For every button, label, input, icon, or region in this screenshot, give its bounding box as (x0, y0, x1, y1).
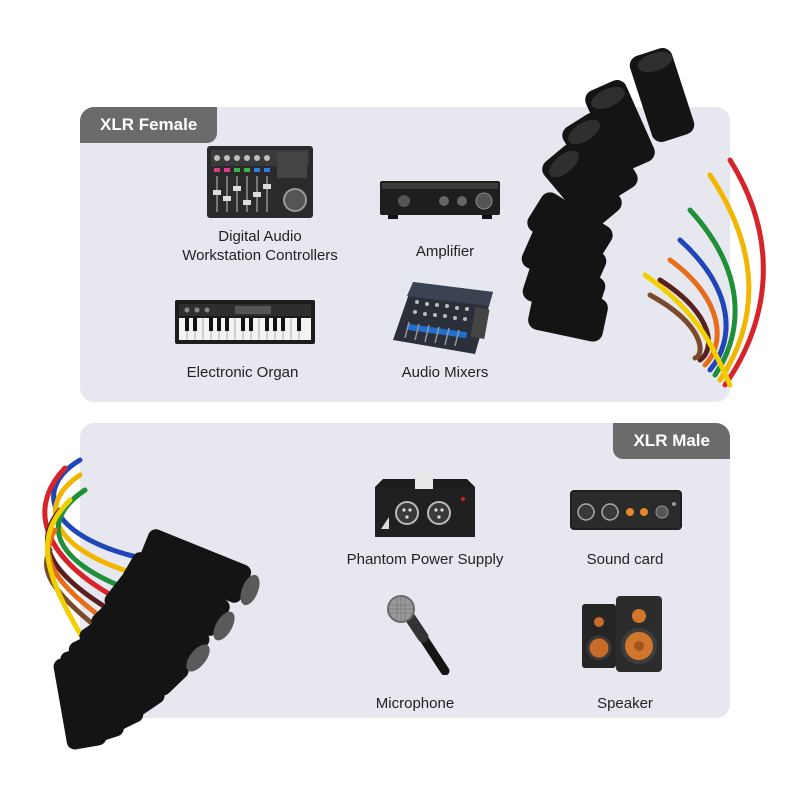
xlr-male-tag: XLR Male (613, 423, 730, 459)
amplifier-icon (380, 181, 500, 219)
daw-controller-icon (207, 146, 313, 218)
daw-controller-label-line1: Digital Audio (218, 228, 302, 245)
daw-controller-label-line2: Workstation Controllers (182, 247, 338, 264)
speaker-icon (582, 596, 664, 674)
audio-mixers-label: Audio Mixers (401, 364, 489, 381)
microphone-icon (385, 595, 455, 675)
daw-controller-label: Digital Audio Workstation Controllers (175, 227, 345, 265)
xlr-male-connectors-icon (10, 450, 280, 760)
mixer-icon (393, 282, 493, 354)
phantom-power-label: Phantom Power Supply (346, 551, 504, 568)
keyboard-icon (175, 300, 315, 344)
speaker-label: Speaker (597, 695, 653, 712)
sound-card-label: Sound card (586, 551, 664, 568)
electronic-organ-label: Electronic Organ (186, 364, 299, 381)
xlr-female-tag: XLR Female (80, 107, 218, 143)
phantom-power-icon (375, 473, 475, 541)
sound-card-icon (570, 490, 682, 530)
microphone-label: Microphone (375, 695, 455, 712)
amplifier-label: Amplifier (415, 243, 475, 260)
xlr-female-connectors-icon (520, 40, 790, 400)
